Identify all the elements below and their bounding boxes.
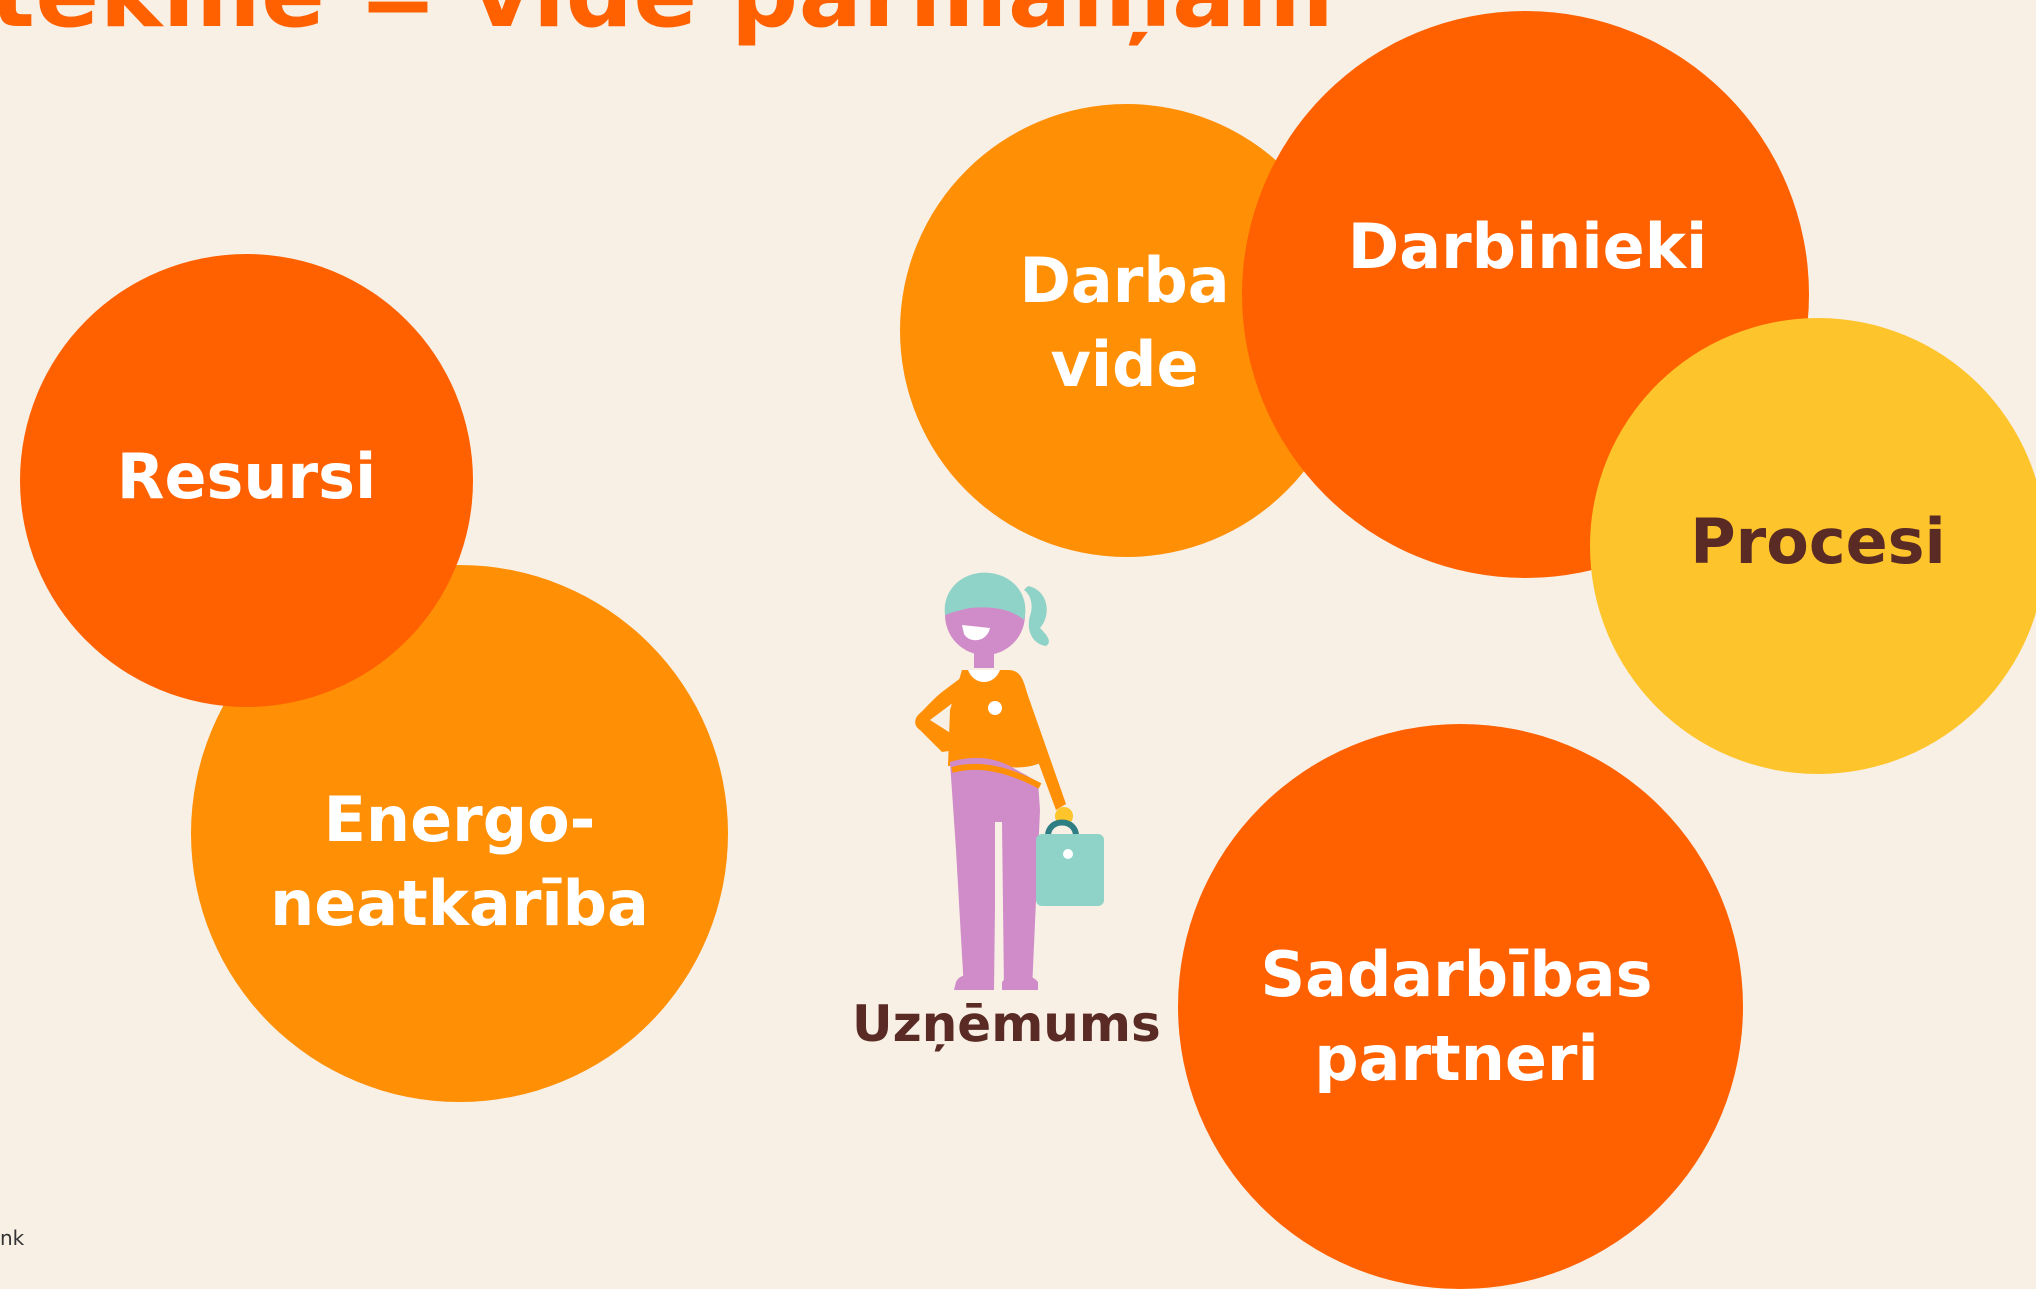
- circle-label-sadarbibas-partneri: Sadarbības partneri: [1260, 937, 1653, 1095]
- circle-label-procesi: Procesi: [1690, 505, 1946, 579]
- circle-resursi: Resursi: [20, 254, 473, 707]
- circle-procesi: Procesi: [1590, 318, 2036, 774]
- footer-text: nk: [0, 1226, 25, 1250]
- circle-label-resursi: Resursi: [116, 439, 377, 513]
- company-label: Uzņēmums: [852, 995, 1161, 1053]
- page-title: tekme = vide pārmaiņām: [0, 0, 1334, 42]
- circle-label-energoneatkariba: Energo- neatkarība: [270, 782, 649, 940]
- circle-energoneatkariba: Energo- neatkarība: [191, 565, 728, 1102]
- circle-sadarbibas-partneri: Sadarbības partneri: [1178, 724, 1743, 1289]
- businesswoman-with-handbag-icon: [915, 572, 1104, 990]
- circle-label-darba-vide: Darba vide: [1019, 243, 1230, 401]
- circle-label-darbinieki: Darbinieki: [1347, 209, 1708, 283]
